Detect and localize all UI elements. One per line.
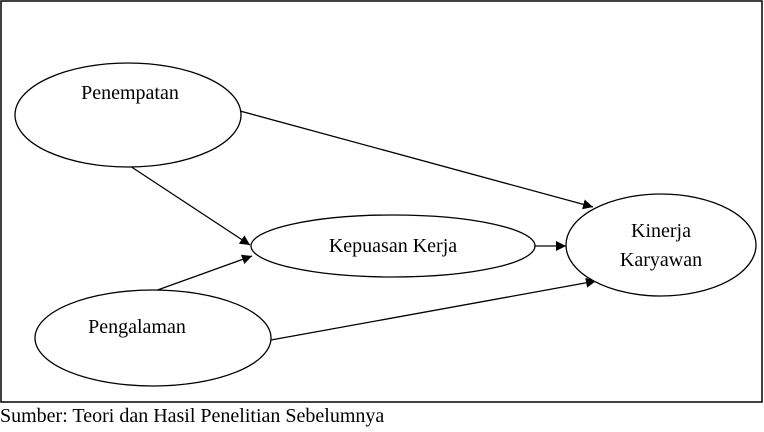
edge-pengalaman-to-kepuasan xyxy=(151,254,253,293)
node-kinerja-karyawan-label-line2: Karyawan xyxy=(620,249,702,271)
diagram-frame xyxy=(0,0,763,403)
edge-penempatan-to-kepuasan xyxy=(129,165,251,246)
node-kinerja-karyawan: Kinerja Karyawan xyxy=(565,193,757,297)
node-pengalaman-label: Pengalaman xyxy=(88,316,186,338)
node-kepuasan-kerja-label: Kepuasan Kerja xyxy=(329,235,457,257)
edge-penempatan-to-kinerja xyxy=(239,110,594,210)
node-kepuasan-kerja: Kepuasan Kerja xyxy=(250,214,536,278)
edge-pengalaman-to-kinerja xyxy=(270,277,597,341)
node-kinerja-karyawan-label-line1: Kinerja xyxy=(631,220,691,242)
source-caption: Sumber: Teori dan Hasil Penelitian Sebel… xyxy=(0,405,385,427)
node-pengalaman: Pengalaman xyxy=(34,289,272,387)
node-penempatan: Penempatan xyxy=(14,62,242,168)
node-penempatan-label: Penempatan xyxy=(81,82,179,104)
